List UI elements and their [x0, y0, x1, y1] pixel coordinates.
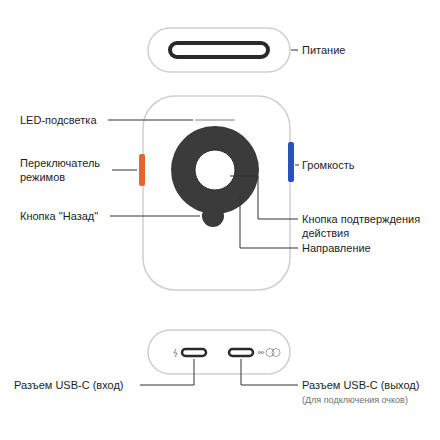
usb-c-in-port: [182, 349, 206, 356]
leader-line: [112, 170, 137, 171]
leader-line: [108, 120, 193, 121]
part-name: Переключатель режимов: [20, 156, 110, 184]
confirm-button: [195, 150, 235, 190]
leader-line: [140, 359, 194, 385]
led-strip: [196, 119, 234, 121]
power-slot: [170, 43, 268, 57]
part-name: Кнопка "Назад": [20, 209, 108, 223]
part-name: Питание: [302, 43, 432, 57]
leader-lines: [140, 359, 298, 385]
usb-c-out-port: [229, 349, 253, 356]
glasses-icon: [272, 349, 280, 357]
part-name: Направление: [302, 241, 432, 255]
direction-ring: [171, 126, 259, 214]
part-name: Громкость: [302, 158, 432, 172]
power-icon: [174, 349, 177, 357]
part-name: LED-подсветка: [20, 113, 106, 127]
volume-rocker: [288, 142, 294, 182]
top-view-housing: [148, 28, 290, 72]
leader-line: [295, 165, 299, 166]
leader-line: [240, 196, 298, 248]
front-housing: [143, 96, 290, 290]
part-note: (Для подключения очков): [302, 394, 436, 406]
leader-lines: [108, 120, 299, 248]
leader-line: [291, 50, 298, 51]
leader-line: [110, 216, 200, 217]
leader-line: [241, 359, 298, 385]
bottom-view-housing: [148, 330, 290, 374]
part-name: Разъем USB-C (выход): [302, 378, 436, 392]
mode-switch: [139, 154, 145, 186]
part-name: Кнопка подтверждения действия: [302, 212, 434, 240]
back-button: [202, 205, 224, 227]
part-name: Разъем USB-C (вход): [14, 378, 138, 392]
link-icon: [258, 352, 264, 354]
